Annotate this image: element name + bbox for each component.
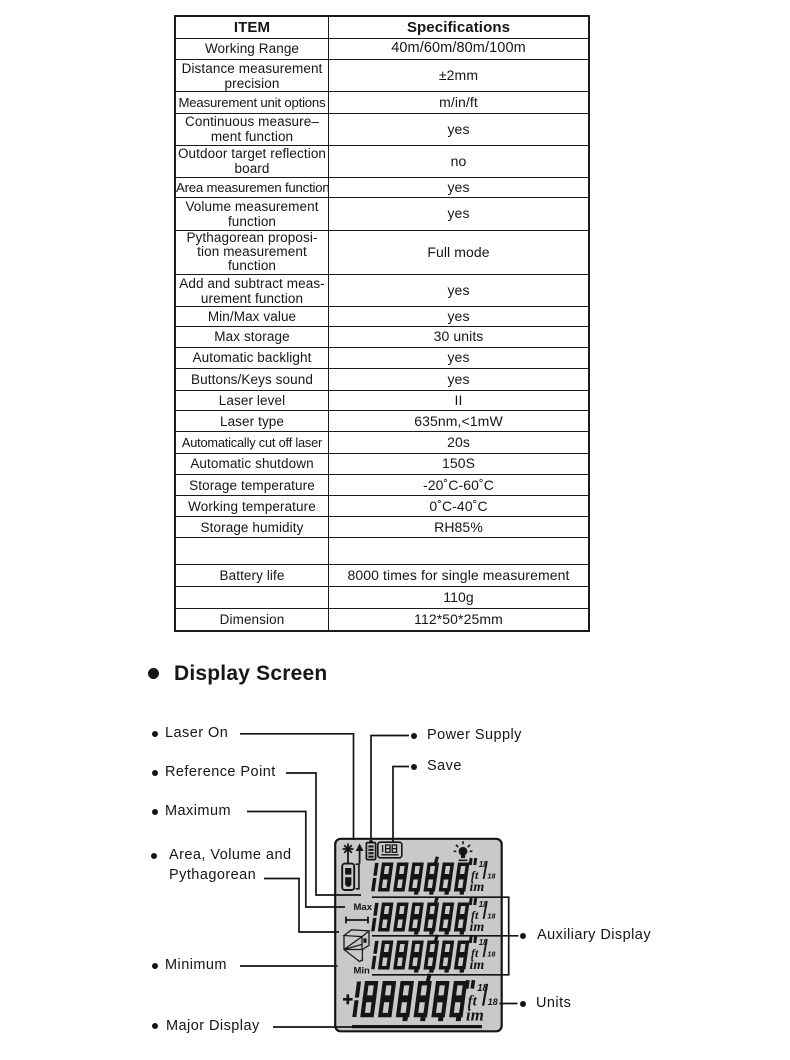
svg-text:Min: Min	[354, 966, 371, 977]
svg-text:Max: Max	[354, 902, 373, 913]
